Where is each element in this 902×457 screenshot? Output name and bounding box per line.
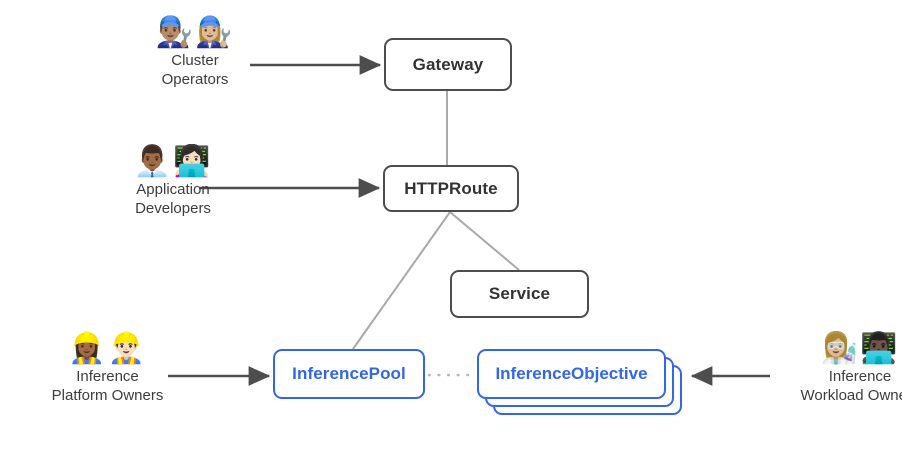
node-httproute[interactable]: HTTPRoute (383, 165, 519, 212)
inference-workload-owners-icon: 👩🏼‍🔬👨🏿‍💻 (820, 332, 900, 365)
persona-application-developers: 👨🏾‍💼👩🏻‍💻 Application Developers (78, 145, 268, 218)
application-developers-icon: 👨🏾‍💼👩🏻‍💻 (133, 145, 213, 178)
persona-inference-workload-owners-label: Inference Workload Owners (800, 368, 902, 404)
edge-httproute-to-service (449, 211, 520, 271)
persona-inference-workload-owners: 👩🏼‍🔬👨🏿‍💻 Inference Workload Owners (762, 332, 902, 405)
cluster-operators-icon: 👨🏽‍🔧👩🏼‍🔧 (155, 16, 235, 49)
edge-httproute-to-inferencepool (352, 211, 451, 350)
persona-inference-platform-owners-label: Inference Platform Owners (51, 368, 164, 404)
node-gateway[interactable]: Gateway (384, 38, 512, 91)
node-inferenceobjective-stack[interactable]: InferenceObjective (477, 349, 683, 415)
persona-cluster-operators-label: Cluster Operators (161, 52, 229, 88)
inference-platform-owners-icon: 👷🏾‍♀️👷🏻‍♂️ (68, 332, 147, 365)
persona-cluster-operators: 👨🏽‍🔧👩🏼‍🔧 Cluster Operators (120, 16, 270, 89)
persona-inference-platform-owners: 👷🏾‍♀️👷🏻‍♂️ Inference Platform Owners (10, 332, 205, 405)
node-inferencepool[interactable]: InferencePool (273, 349, 425, 399)
persona-application-developers-label: Application Developers (135, 181, 211, 217)
node-inferenceobjective[interactable]: InferenceObjective (477, 349, 666, 399)
node-service[interactable]: Service (450, 270, 589, 318)
